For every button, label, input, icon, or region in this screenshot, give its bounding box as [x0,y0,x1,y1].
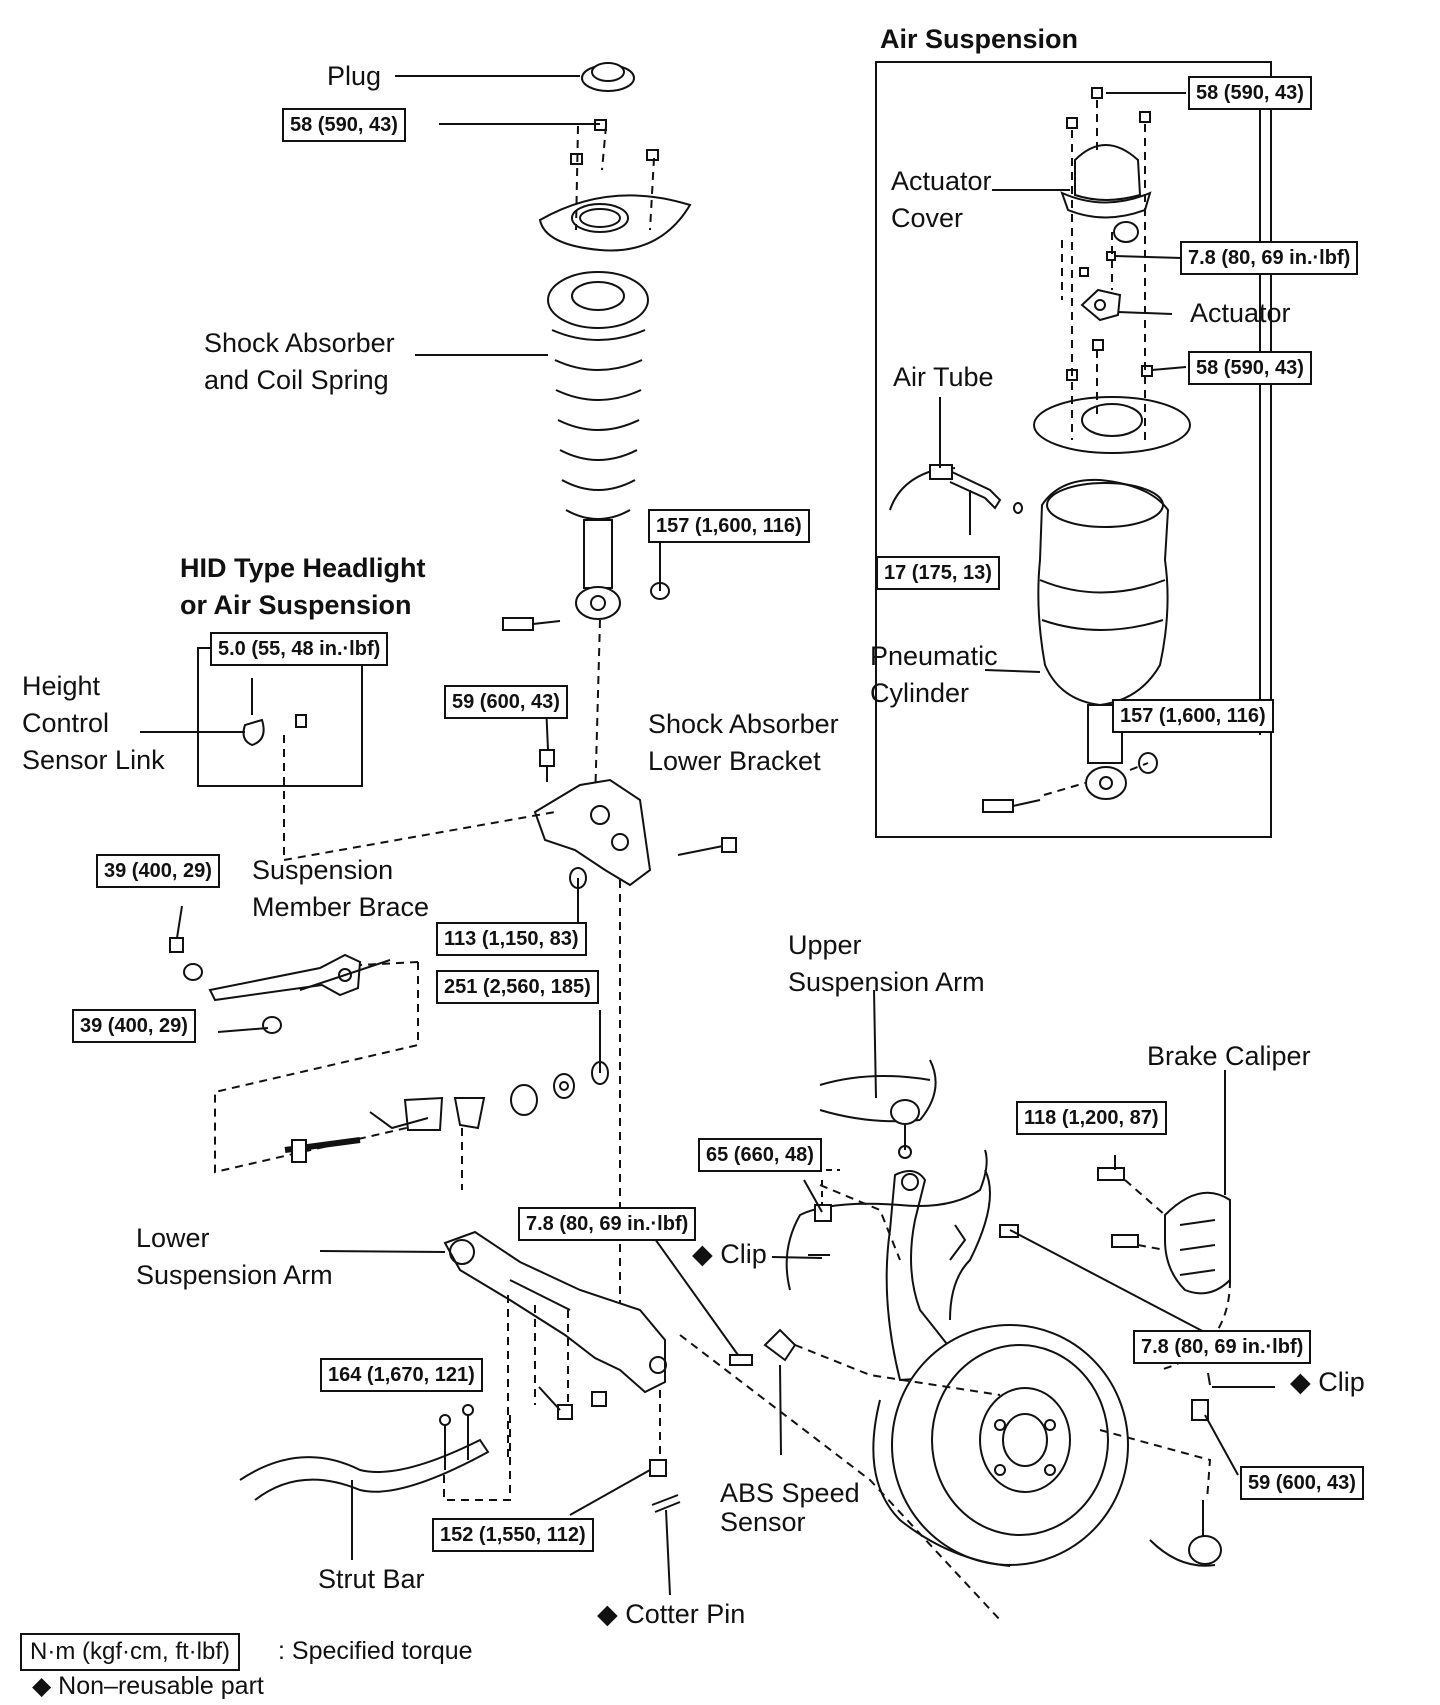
torque-shock-bottom: 157 (1,600, 116) [648,509,810,543]
label-shock-absorber-line2: and Coil Spring [204,365,389,395]
label-suspension-member-line2: Member Brace [252,892,430,922]
label-cotter-pin: ◆ Cotter Pin [597,1599,746,1629]
hid-inset [140,647,363,860]
torque-65: 65 (660, 48) [698,1138,822,1172]
label-height-line3: Sensor Link [22,745,165,775]
torque-113: 113 (1,150, 83) [436,922,587,956]
label-abs-line2: Sensor [720,1507,806,1537]
torque-251: 251 (2,560, 185) [436,970,599,1004]
torque-caliper-clip: 7.8 (80, 69 in.·lbf) [1133,1330,1312,1364]
knuckle-nuts [808,1204,832,1256]
pneumatic-cylinder-part [982,478,1170,813]
abs-sensor-part [729,1149,1019,1366]
label-actuator-cover-line1: Actuator [891,166,992,196]
air-inset-hardware [1066,87,1153,381]
upper-suspension-arm [819,1059,937,1159]
air-tube-part [889,464,1023,514]
torque-air-tube: 17 (175, 13) [876,556,1000,590]
torque-plug: 58 (590, 43) [282,108,406,142]
label-plug: Plug [327,61,382,91]
air-support-plate [1033,396,1191,454]
label-height-line2: Control [22,708,110,738]
header-air-suspension: Air Suspension [880,24,1079,54]
lower-suspension-arm [443,1230,667,1394]
legend-torque-unit: N·m (kgf·cm, ft·lbf) [20,1633,240,1671]
torque-118: 118 (1,200, 87) [1016,1101,1167,1135]
lower-arm-bushings [284,1061,609,1163]
label-suspension-member-line1: Suspension [252,855,394,885]
label-clip-1: ◆ Clip [692,1239,767,1269]
upper-support-plate [538,194,692,252]
label-lower-bracket-line1: Shock Absorber [648,709,839,739]
actuator-cover-part [1060,144,1152,243]
label-actuator-cover-line2: Cover [891,203,964,233]
torque-air-bottom: 157 (1,600, 116) [1112,699,1274,733]
label-shock-absorber-line1: Shock Absorber [204,328,395,358]
torque-brace-lower: 39 (400, 29) [72,1009,196,1043]
label-air-tube: Air Tube [893,362,994,392]
label-height-line1: Height [22,671,101,701]
label-pneumatic-line2: Cylinder [870,678,970,708]
label-lower-bracket-line2: Lower Bracket [648,746,821,776]
actuator-part [1080,288,1122,322]
torque-59-knuckle: 59 (600, 43) [1240,1466,1364,1500]
label-abs-line1: ABS Speed [720,1478,860,1508]
steering-knuckle [885,1169,991,1382]
shock-lower-bracket [533,778,737,887]
brake-caliper-part [1097,1167,1231,1295]
label-pneumatic-line1: Pneumatic [870,641,998,671]
label-upper-arm-line1: Upper [788,930,862,960]
label-actuator: Actuator [1190,298,1291,328]
header-hid-line1: HID Type Headlight [180,553,426,583]
torque-height-sensor: 5.0 (55, 48 in.·lbf) [210,632,389,666]
tie-rod-end [1149,1399,1222,1567]
legend-torque-text: : Specified torque [278,1637,473,1665]
label-upper-arm-line2: Suspension Arm [788,967,985,997]
header-hid-line2: or Air Suspension [180,590,412,620]
suspension-member-brace [169,937,362,1034]
label-brake-caliper: Brake Caliper [1147,1041,1311,1071]
label-clip-2: ◆ Clip [1290,1367,1365,1397]
leader-lines [176,75,1275,1596]
strut-bar [239,1404,490,1501]
label-lower-arm-line2: Suspension Arm [136,1260,333,1290]
label-strut-bar: Strut Bar [318,1564,425,1594]
brake-disc-hub [872,1324,1129,1567]
torque-actuator: 7.8 (80, 69 in.·lbf) [1180,241,1359,275]
torque-bracket: 59 (600, 43) [444,685,568,719]
torque-air-top: 58 (590, 43) [1188,76,1312,110]
cotter-pin-part [651,1494,681,1513]
torque-152: 152 (1,550, 112) [432,1518,594,1552]
air-suspension-inset [875,61,1272,838]
lower-arm-nuts [557,1391,667,1477]
label-lower-arm-line1: Lower [136,1223,210,1253]
torque-air-mid: 58 (590, 43) [1188,351,1312,385]
legend-nonreusable: ◆ Non–reusable part [32,1672,264,1700]
torque-164: 164 (1,670, 121) [320,1358,483,1392]
torque-abs: 7.8 (80, 69 in.·lbf) [518,1207,697,1241]
shock-absorber-coil-spring [547,271,649,620]
torque-brace-upper: 39 (400, 29) [96,854,220,888]
plug-part [581,62,635,92]
